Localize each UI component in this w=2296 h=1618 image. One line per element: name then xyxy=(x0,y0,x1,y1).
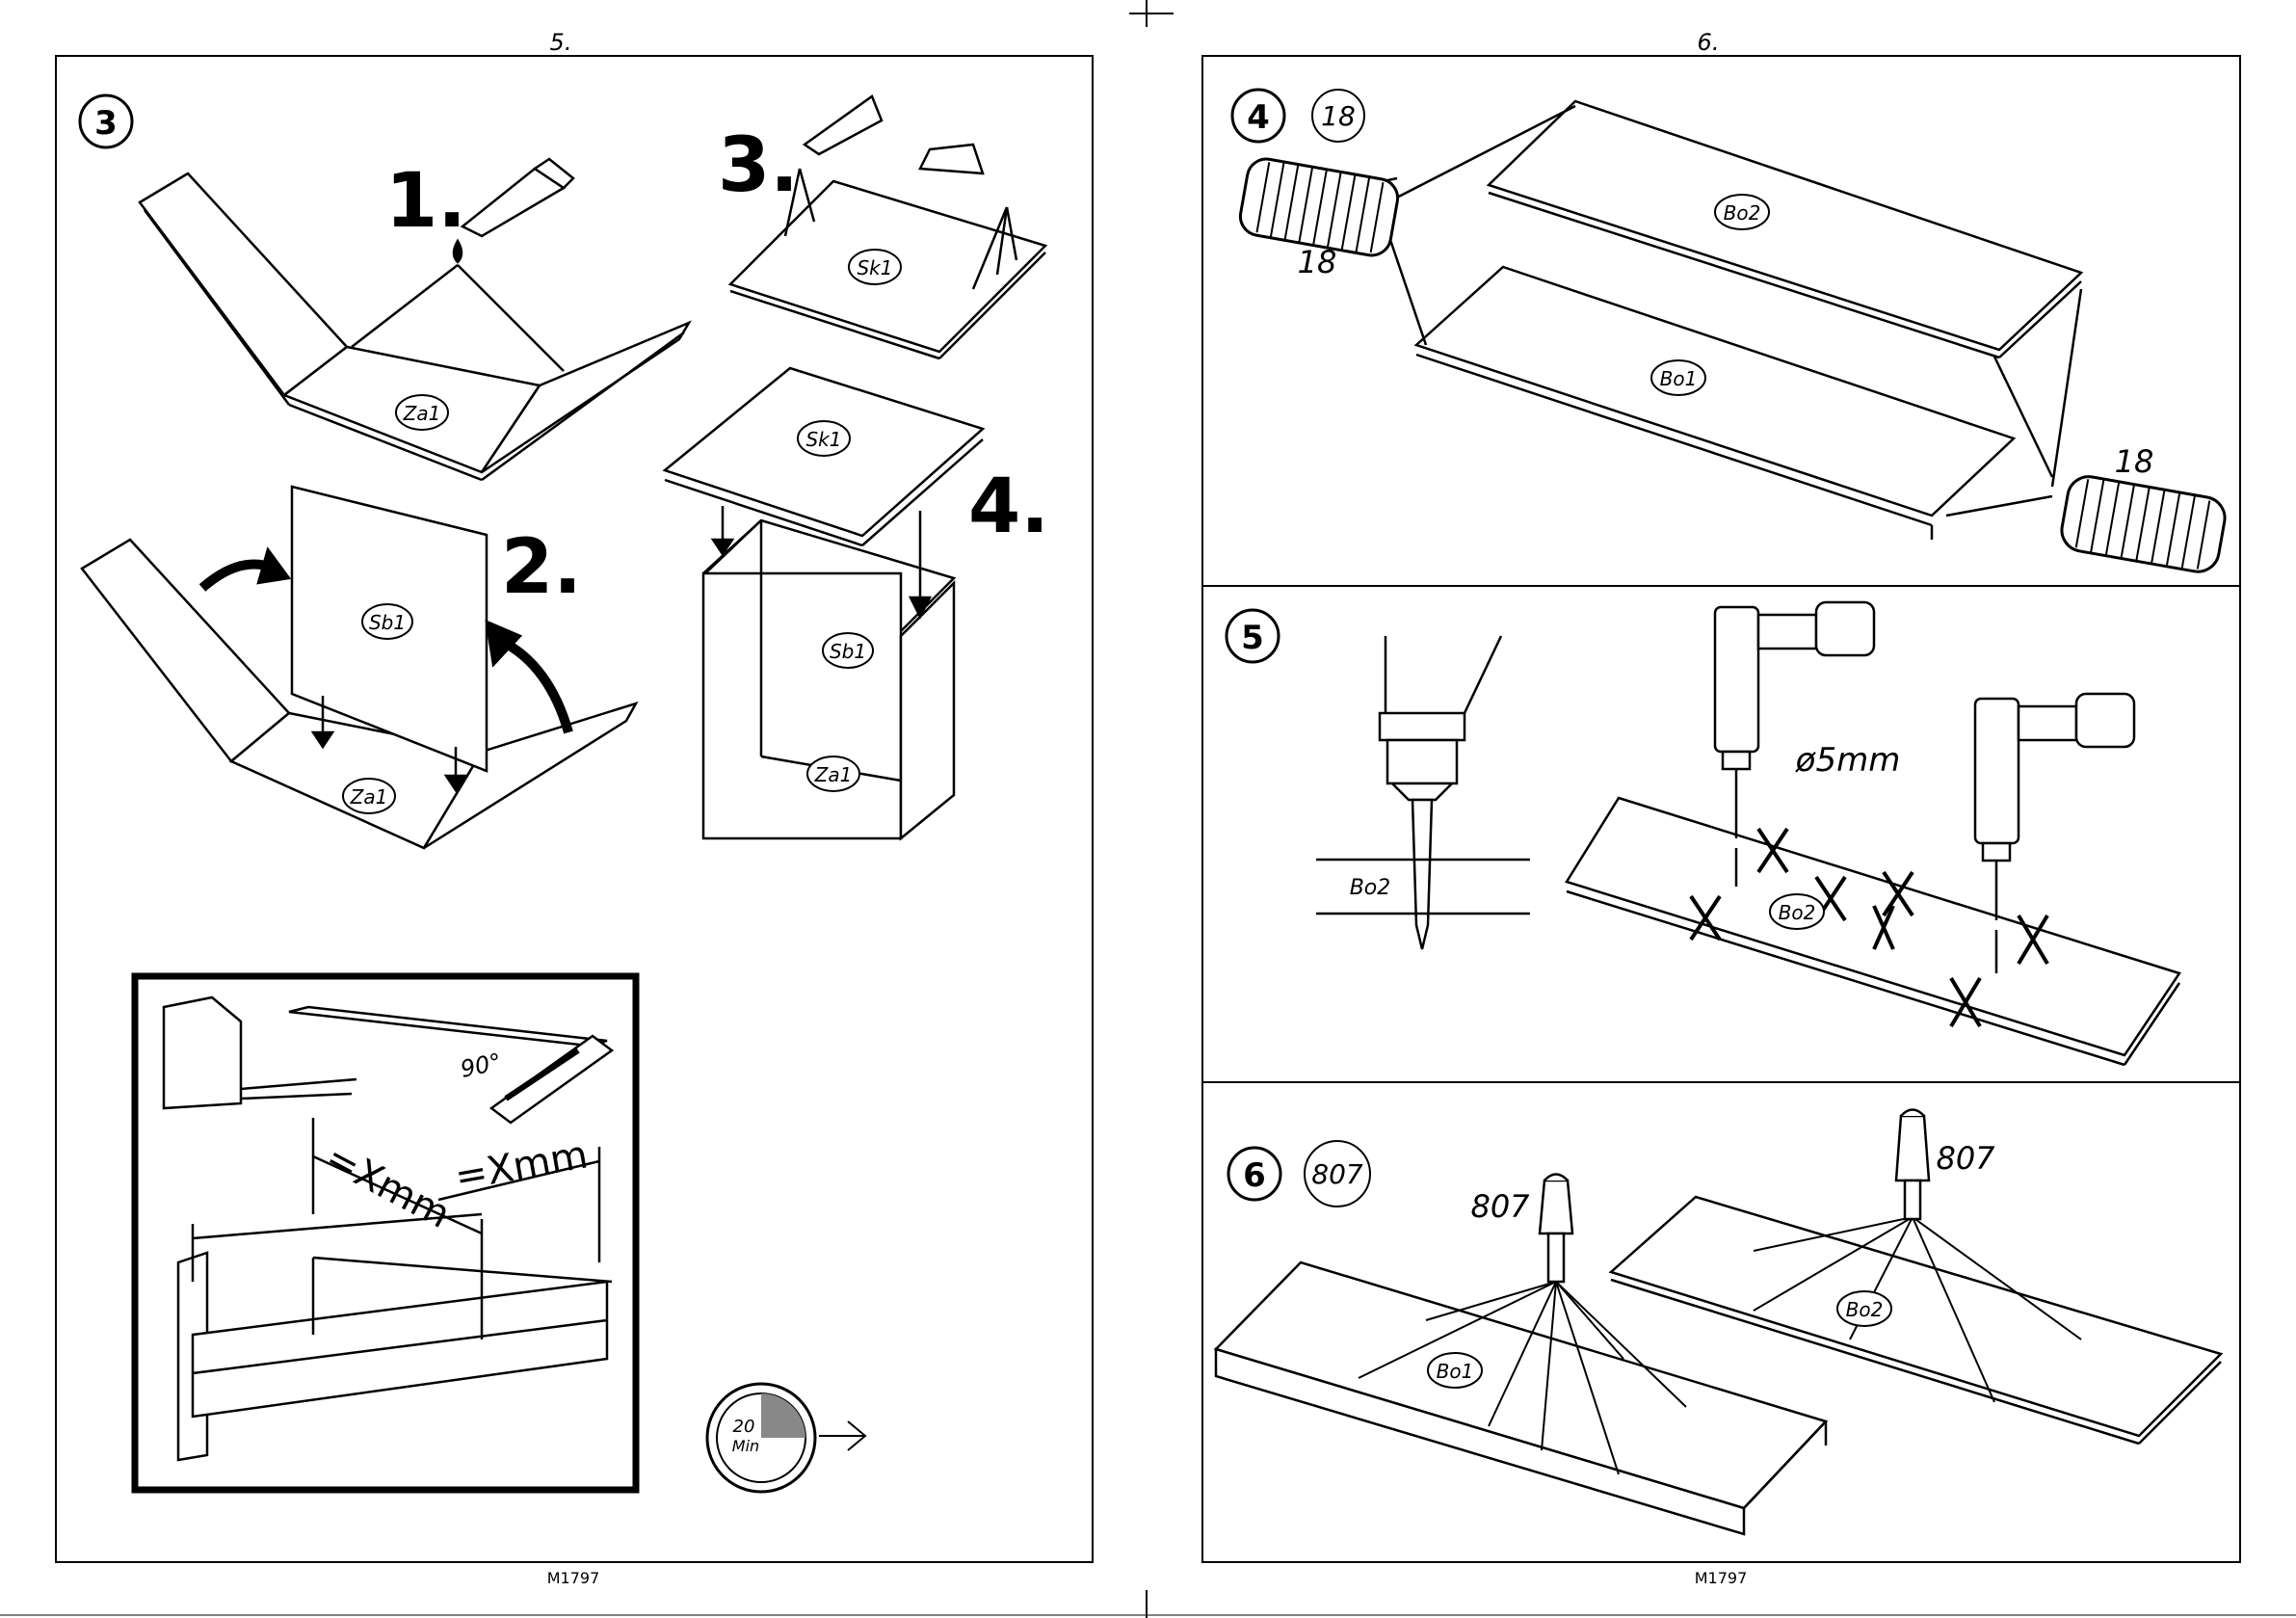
svg-text:Sk1: Sk1 xyxy=(805,428,841,451)
svg-text:3: 3 xyxy=(94,104,118,143)
svg-text:807: 807 xyxy=(1311,1158,1363,1190)
sub-step-1: 1. xyxy=(385,158,466,245)
step-badge-5: 5 xyxy=(1227,610,1279,662)
svg-text:Za1: Za1 xyxy=(814,763,853,786)
page-number-right: 6. xyxy=(1698,29,1720,56)
part-label-sk1: Sk1 xyxy=(849,250,901,284)
step-badge-4: 4 xyxy=(1232,90,1284,142)
part-label-bo2-b: Bo2 xyxy=(1837,1291,1891,1326)
svg-text:Bo1: Bo1 xyxy=(1660,367,1698,390)
svg-text:Za1: Za1 xyxy=(350,785,388,809)
footer-code-right: M1797 xyxy=(1695,1569,1748,1587)
measure-diagonals-box: 90° =Xmm =Xmm xyxy=(135,976,636,1490)
part-label-sb1: Sb1 xyxy=(362,604,412,639)
svg-text:Bo1: Bo1 xyxy=(1437,1360,1474,1383)
svg-text:Bo2: Bo2 xyxy=(1846,1298,1884,1321)
part-label-bo2: Bo2 xyxy=(1715,195,1769,229)
part-ref-18: 18 xyxy=(1312,90,1364,142)
part-label-sb1-b: Sb1 xyxy=(823,633,873,668)
angle-label: 90° xyxy=(458,1048,503,1083)
part-label-za1: Za1 xyxy=(396,395,448,430)
svg-text:Sk1: Sk1 xyxy=(857,256,892,279)
svg-text:4: 4 xyxy=(1247,98,1270,137)
sub-step-4: 4. xyxy=(968,464,1049,550)
pin-label-a: 807 xyxy=(1470,1188,1530,1225)
part-label-bo1: Bo1 xyxy=(1651,360,1705,395)
svg-text:Sb1: Sb1 xyxy=(369,611,406,634)
dowel-icon-right xyxy=(2058,473,2228,574)
svg-text:Min: Min xyxy=(732,1437,759,1455)
dowel-label-right: 18 xyxy=(2115,443,2154,480)
part-ref-807: 807 xyxy=(1305,1141,1370,1207)
drill-depth-detail xyxy=(1316,636,1530,949)
svg-text:18: 18 xyxy=(1321,100,1356,132)
sub-step-2: 2. xyxy=(501,524,582,611)
svg-text:Bo2: Bo2 xyxy=(1724,201,1761,225)
right-page: 6. M1797 4 18 xyxy=(1202,29,2240,1587)
drill-size-label: ø5mm xyxy=(1795,741,1901,780)
svg-text:20: 20 xyxy=(733,1417,755,1437)
fig-step6-shelves-pins xyxy=(1216,1197,2221,1534)
step-badge-3: 3 xyxy=(80,95,132,147)
left-page: 5. M1797 3 1. 2. 3. 4. Za1 xyxy=(56,29,1093,1587)
dowel-label-left: 18 xyxy=(1298,244,1337,280)
pin-label-b: 807 xyxy=(1936,1140,1995,1177)
svg-text:Sb1: Sb1 xyxy=(830,640,866,663)
part-label-bo1-b: Bo1 xyxy=(1428,1353,1482,1388)
fig-step5-shelf-drilling xyxy=(1567,798,2179,1065)
part-label-za1-c: Za1 xyxy=(807,756,859,791)
step-badge-6: 6 xyxy=(1228,1148,1280,1200)
footer-code-left: M1797 xyxy=(547,1569,600,1587)
part-label-bo2-drill: Bo2 xyxy=(1770,894,1824,929)
shelf-pin-icon-2 xyxy=(1896,1110,1929,1220)
svg-text:6: 6 xyxy=(1243,1156,1266,1195)
part-label-za1-b: Za1 xyxy=(343,779,395,813)
part-label-sk1-b: Sk1 xyxy=(798,421,850,456)
svg-text:5: 5 xyxy=(1241,619,1264,657)
sub-step-3: 3. xyxy=(718,122,799,209)
page-number-left: 5. xyxy=(550,29,572,56)
svg-text:Bo2: Bo2 xyxy=(1779,901,1816,924)
detail-part-bo2: Bo2 xyxy=(1350,876,1391,900)
shelf-pin-icon-1 xyxy=(1540,1175,1572,1283)
dim-label-2: =Xmm xyxy=(452,1132,592,1199)
fig-step4-shelves xyxy=(1262,101,2081,540)
timer-icon: 20 Min xyxy=(707,1384,865,1492)
svg-text:Za1: Za1 xyxy=(403,402,441,425)
